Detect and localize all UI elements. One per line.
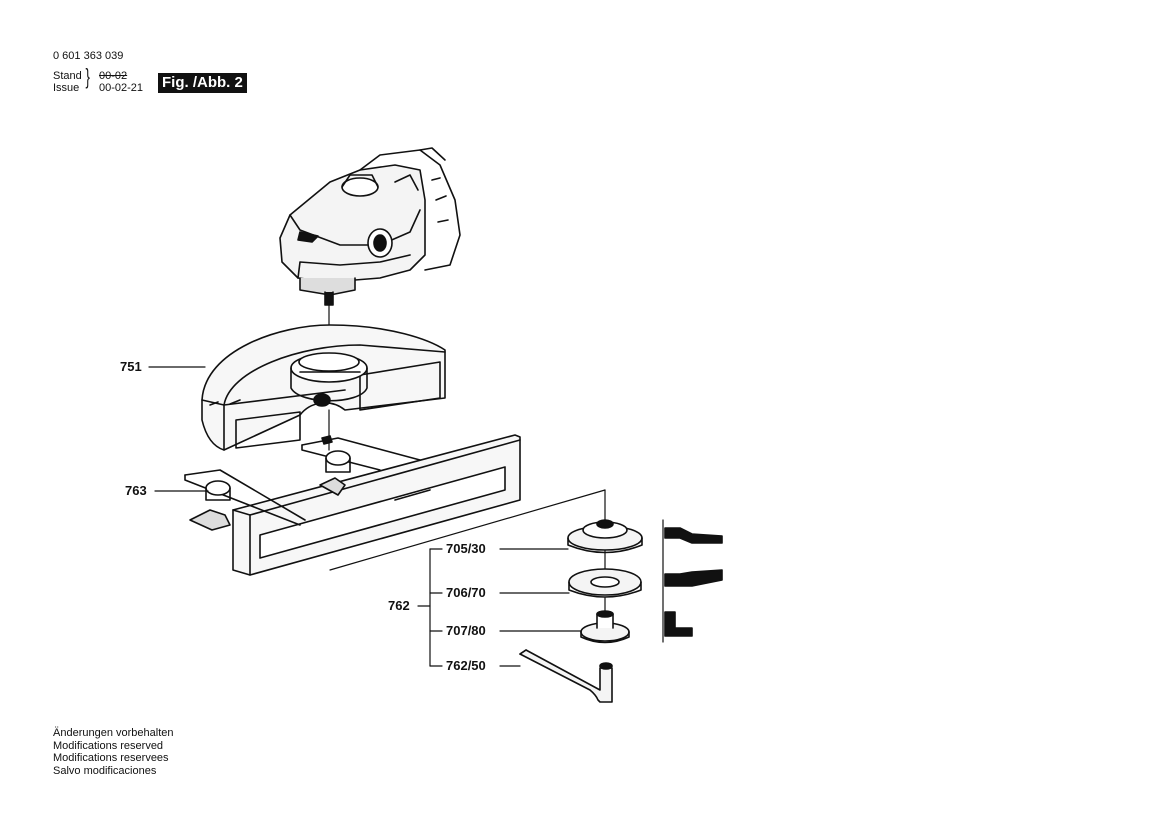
issue-value: 00-02-21: [99, 82, 144, 94]
callout-707-80: 707/80: [446, 623, 486, 638]
brace-icon: }: [85, 64, 90, 89]
cutting-guide-drawing: [184, 434, 521, 576]
footer-line-fr: Modifications reservees: [53, 752, 169, 764]
hex-key-drawing: [519, 649, 613, 703]
part-number: 0 601 363 039: [53, 50, 124, 62]
wheel-guard-drawing: [201, 324, 446, 451]
callout-763: 763: [125, 483, 147, 498]
footer-line-es: Salvo modificaciones: [53, 764, 157, 777]
callout-706-70: 706/70: [446, 585, 486, 600]
flange-706-drawing: [568, 568, 642, 598]
nut-707-drawing: [580, 610, 630, 644]
cross-section-views: [662, 519, 723, 643]
footer-line-en: Modifications reserved: [53, 739, 164, 752]
footer-notice: Änderungen vorbehalten Modifications res…: [53, 727, 173, 777]
callout-705-30: 705/30: [446, 541, 486, 556]
leader-lines: [148, 366, 582, 667]
stand-label: Stand: [53, 70, 82, 82]
callout-762-50: 762/50: [446, 658, 486, 673]
angle-grinder-drawing: [279, 147, 461, 306]
callout-751: 751: [120, 359, 142, 374]
stand-value: 00-02: [99, 70, 128, 82]
footer-line-de: Änderungen vorbehalten: [53, 727, 174, 739]
figure-label: Fig. /Abb. 2: [158, 73, 247, 93]
flange-705-drawing: [567, 519, 643, 554]
callout-762: 762: [388, 598, 410, 613]
issue-label: Issue: [53, 82, 80, 94]
